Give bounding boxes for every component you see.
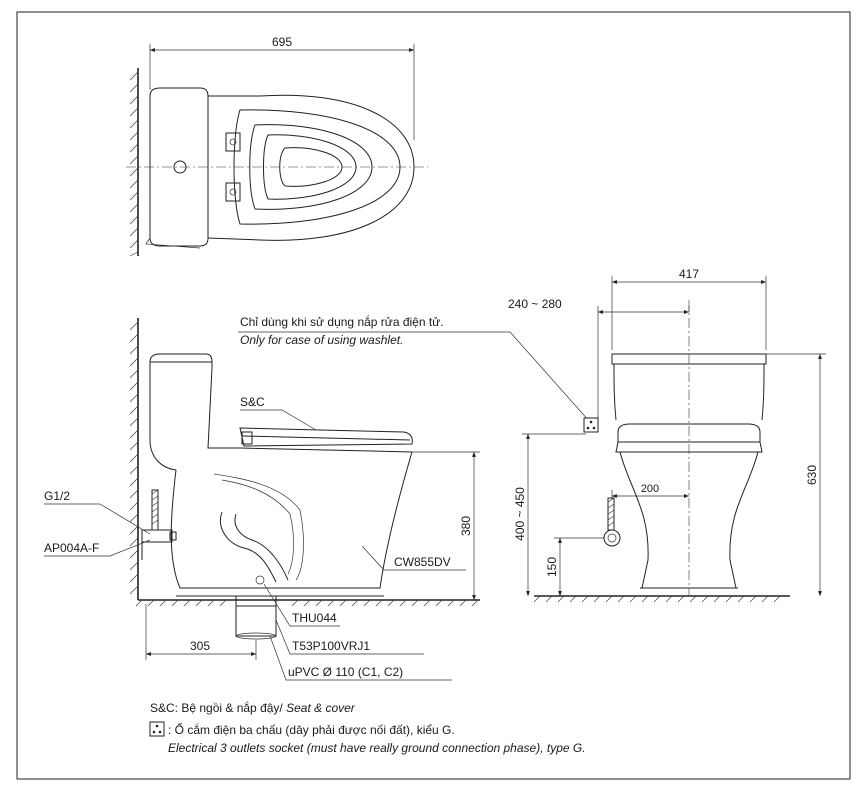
front-view: 417 240 ~ 280 630 400 ~ 450 150 200 xyxy=(508,267,826,603)
dim-305: 305 xyxy=(190,639,210,653)
dim-400-450: 400 ~ 450 xyxy=(513,487,527,541)
legend-socket-icon xyxy=(149,721,165,737)
label-thu044: THU044 xyxy=(292,611,337,625)
dim-240-280: 240 ~ 280 xyxy=(508,297,562,311)
label-sc: S&C xyxy=(240,395,265,409)
label-t53: T53P100VRJ1 xyxy=(292,639,370,653)
label-ap004: AP004A-F xyxy=(44,541,99,555)
top-view: 695 xyxy=(126,35,428,257)
legend-sc-prefix: S&C: Bệ ngồi & nắp đậy/ xyxy=(150,700,286,715)
legend-socket-en: Electrical 3 outlets socket (must have r… xyxy=(168,741,586,755)
dim-630: 630 xyxy=(805,465,819,485)
legend: S&C: Bệ ngồi & nắp đậy/ Seat & cover : Ổ… xyxy=(149,700,586,755)
socket-icon xyxy=(583,417,599,433)
label-upvc: uPVC Ø 110 (C1, C2) xyxy=(288,665,403,679)
legend-sc-en: Seat & cover xyxy=(286,701,356,715)
dim-695: 695 xyxy=(272,35,292,49)
label-g12: G1/2 xyxy=(44,489,70,503)
legend-sc: S&C: Bệ ngồi & nắp đậy/ Seat & cover xyxy=(150,700,356,715)
drawing-border xyxy=(16,11,851,780)
dim-200: 200 xyxy=(641,483,659,495)
dim-150: 150 xyxy=(545,557,559,577)
note-en: Only for case of using washlet. xyxy=(240,333,403,347)
dim-380: 380 xyxy=(459,516,473,536)
note-vi: Chỉ dùng khi sử dụng nắp rửa điện tử. xyxy=(240,314,444,329)
side-view: 305 380 S&C Chỉ dùng khi sử dụng nắp rửa… xyxy=(44,314,591,681)
dim-417: 417 xyxy=(679,267,699,281)
label-cw855: CW855DV xyxy=(394,555,451,569)
legend-socket-vi: : Ổ cắm điện ba chấu (dây phải được nối … xyxy=(168,722,455,737)
